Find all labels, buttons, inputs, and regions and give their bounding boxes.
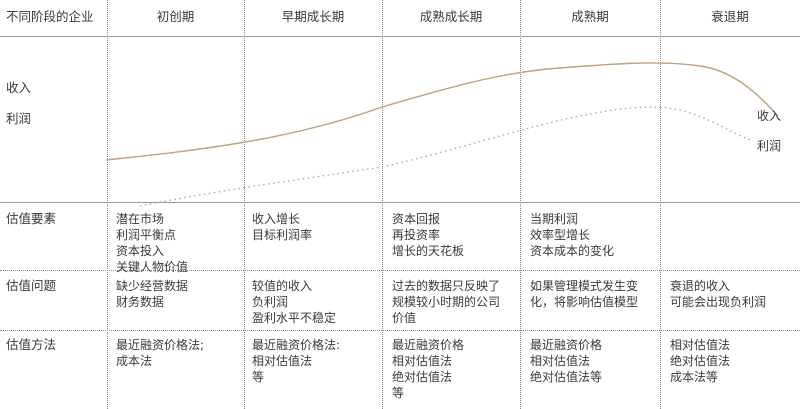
column-divider-5	[660, 0, 661, 409]
valuation-factors-early-growth: 收入增长 目标利润率	[252, 212, 313, 242]
chart-divider	[0, 202, 800, 203]
column-divider-1	[107, 0, 108, 409]
stage-early-growth: 早期成长期	[281, 9, 345, 24]
stage-mature-growth: 成熟成长期	[419, 9, 483, 24]
corner-label: 不同阶段的企业	[6, 9, 94, 24]
stage-decline: 衰退期	[711, 9, 749, 24]
row-label-valuation-methods: 估值方法	[6, 337, 57, 352]
row-divider-2	[0, 330, 800, 331]
valuation-factors-mature-growth: 资本回报 再投资率 增长的天花板	[392, 212, 465, 258]
column-divider-3	[382, 0, 383, 409]
profit-axis-label: 利润	[6, 111, 32, 126]
valuation-methods-mature-growth: 最近融资价格 相对估值法 绝对估值法 等	[392, 338, 465, 400]
row-label-valuation-issues: 估值问题	[6, 278, 57, 293]
valuation-methods-mature: 最近融资价格 相对估值法 绝对估值法等	[530, 338, 603, 384]
revenue-end-label: 收入	[757, 109, 782, 123]
valuation-factors-startup: 潜在市场 利润平衡点 资本投入 关键人物价值	[116, 212, 189, 274]
header-divider	[0, 36, 800, 37]
valuation-issues-early-growth: 较值的收入 负利润 盈利水平不稳定	[252, 279, 337, 325]
row-label-valuation-factors: 估值要素	[6, 211, 57, 226]
valuation-methods-startup: 最近融资价格法; 成本法	[116, 338, 205, 368]
valuation-issues-mature: 如果管理模式发生变 化，将影响估值模型	[530, 279, 639, 309]
valuation-issues-startup: 缺少经营数据 财务数据	[116, 279, 189, 309]
revenue-curve	[105, 62, 779, 161]
valuation-methods-decline: 相对估值法 绝对估值法 成本法等	[670, 338, 731, 384]
column-divider-2	[244, 0, 245, 409]
valuation-issues-mature-growth: 过去的数据只反映了 规模较小时期的公司 价值	[392, 279, 501, 325]
row-divider-1	[0, 270, 800, 271]
profit-curve	[139, 106, 751, 207]
valuation-issues-decline: 衰退的收入 可能会出现负利润	[670, 279, 767, 309]
stage-mature: 成熟期	[571, 9, 609, 24]
valuation-factors-mature: 当期利润 效率型增长 资本成本的变化	[530, 212, 615, 258]
profit-end-label: 利润	[757, 139, 782, 153]
column-divider-4	[520, 0, 521, 409]
stage-startup: 初创期	[156, 9, 195, 24]
valuation-methods-early-growth: 最近融资价格法: 相对估值法 等	[252, 338, 341, 384]
revenue-axis-label: 收入	[6, 80, 32, 95]
